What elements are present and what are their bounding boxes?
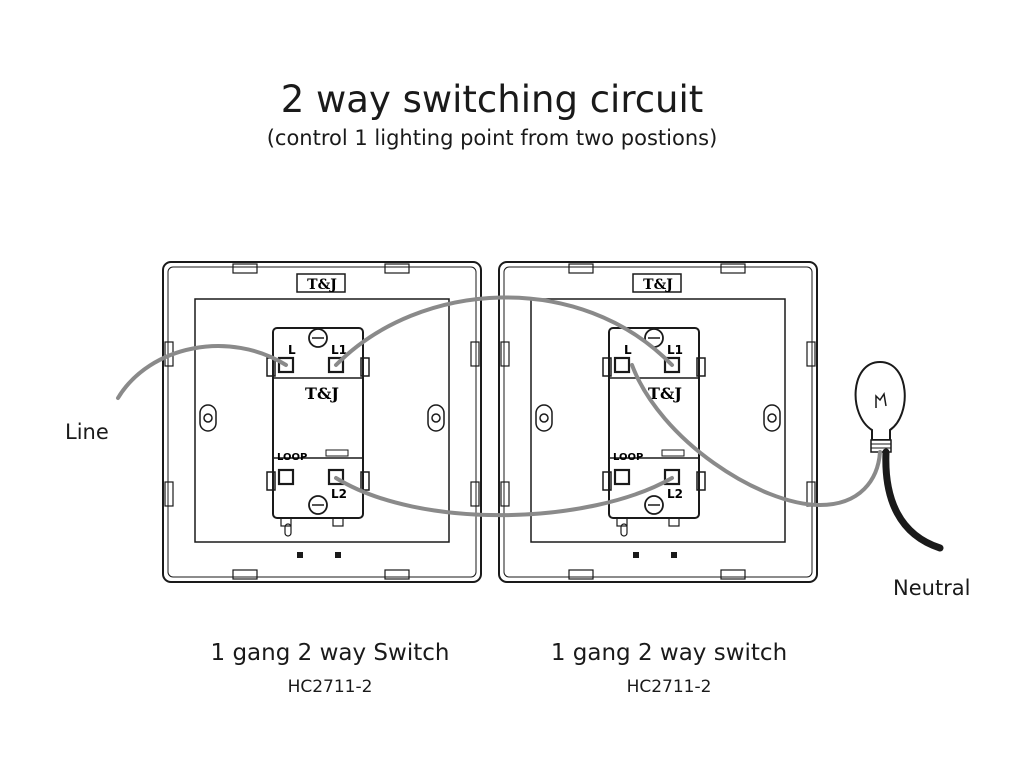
switch-plate-2 bbox=[497, 260, 819, 584]
diagram-subtitle: (control 1 lighting point from two posti… bbox=[266, 126, 718, 150]
terminal-l2-label-2: L2 bbox=[667, 487, 683, 501]
brand-badge-2: T&J bbox=[643, 277, 673, 293]
traveller-wire-l1 bbox=[334, 295, 674, 367]
brand-mark-1: T&J bbox=[305, 384, 339, 403]
terminal-l-label-2: L bbox=[624, 343, 632, 357]
terminal-l-label-1: L bbox=[288, 343, 296, 357]
traveller-wire-l2 bbox=[334, 476, 674, 518]
loop-label-2: LOOP bbox=[613, 452, 643, 463]
switched-live-wire bbox=[630, 363, 882, 508]
brand-badge-1: T&J bbox=[307, 277, 337, 293]
switch-model-1: HC2711-2 bbox=[287, 677, 373, 697]
terminal-l1-label-1: L1 bbox=[331, 343, 347, 357]
line-wire bbox=[116, 344, 288, 400]
loop-label-1: LOOP bbox=[277, 452, 307, 463]
line-label: Line bbox=[65, 420, 109, 444]
light-bulb-icon bbox=[854, 360, 906, 453]
switch-model-2: HC2711-2 bbox=[626, 677, 712, 697]
terminal-l1-label-2: L1 bbox=[667, 343, 683, 357]
terminal-l2-label-1: L2 bbox=[331, 487, 347, 501]
brand-mark-2: T&J bbox=[648, 384, 682, 403]
diagram-title: 2 way switching circuit bbox=[280, 78, 704, 121]
neutral-wire bbox=[882, 448, 944, 552]
neutral-label: Neutral bbox=[893, 576, 971, 600]
switch-caption-1: 1 gang 2 way Switch bbox=[210, 640, 450, 666]
switch-caption-2: 1 gang 2 way switch bbox=[550, 640, 788, 666]
